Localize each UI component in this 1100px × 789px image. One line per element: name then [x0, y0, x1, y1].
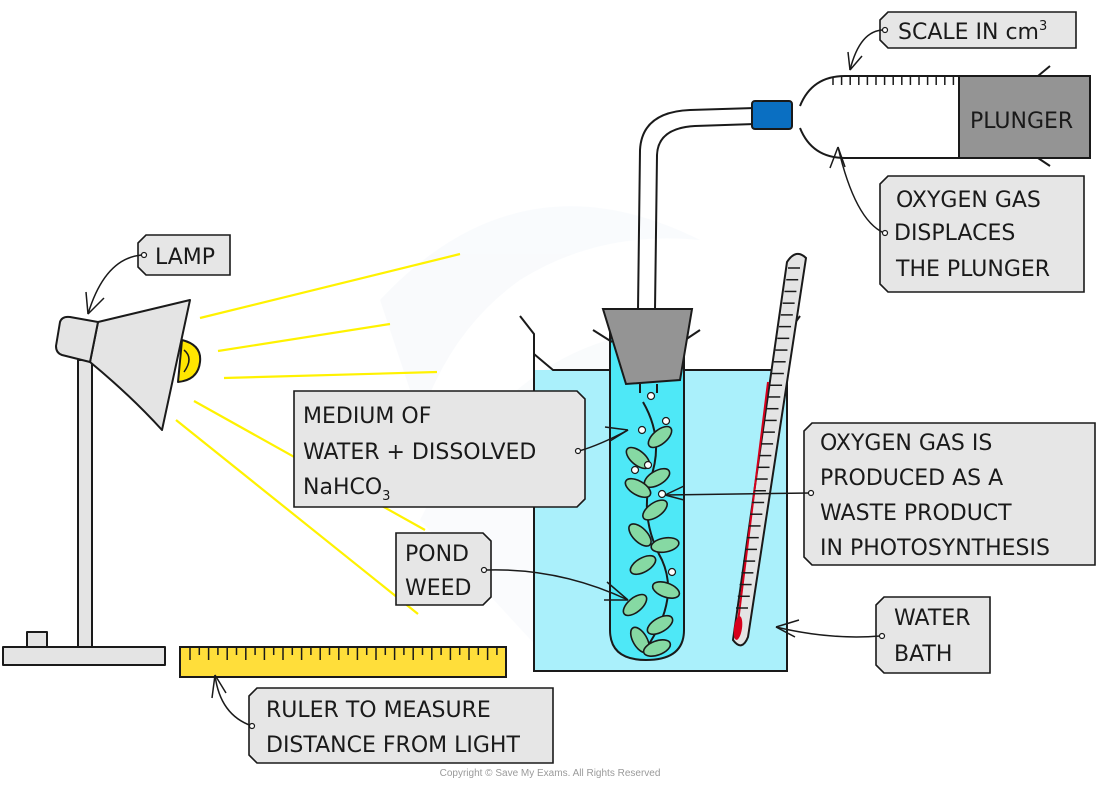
- thermometer-liquid: [736, 381, 769, 631]
- thermometer: [731, 252, 808, 647]
- water-bath-label-tag: [875, 596, 991, 674]
- pond-weed-label-line: POND: [405, 542, 469, 567]
- oxygen-bubble: [646, 391, 656, 401]
- scale-label: SCALE IN cm3: [898, 19, 1047, 45]
- oxygen-displaces-label-line: OXYGEN GAS: [896, 188, 1041, 213]
- pond-weed-arrow: [486, 569, 629, 601]
- medium-label-tag: [293, 390, 586, 508]
- tube-connector: [751, 100, 793, 130]
- leaf: [646, 614, 674, 636]
- leaf: [647, 425, 673, 449]
- leaf: [642, 639, 672, 657]
- leaf: [642, 499, 668, 521]
- oxygen-produced-label-tag: [803, 422, 1096, 566]
- oxygen-displaces-label-tag: [879, 175, 1085, 293]
- ruler-label-tag: [248, 687, 554, 764]
- bulb-detail: [183, 349, 190, 373]
- leaf: [628, 523, 652, 547]
- oxygen-bubble: [657, 489, 667, 499]
- leaf: [622, 593, 648, 617]
- medium-label-line: WATER + DISSOLVED: [303, 440, 536, 465]
- oxygen-bubble: [667, 567, 677, 577]
- ruler-arrow: [214, 674, 253, 727]
- ruler-label-line: DISTANCE FROM LIGHT: [266, 733, 520, 758]
- lamp-label: LAMP: [155, 245, 215, 270]
- oxygen-bubble: [661, 416, 671, 426]
- lamp-arrow: [87, 254, 143, 315]
- oxygen-produced-label-line: OXYGEN GAS IS: [820, 431, 992, 456]
- water-bath-label-line: WATER: [894, 606, 971, 631]
- plunger: [958, 75, 1091, 159]
- gas-syringe: PLUNGER: [751, 65, 1091, 167]
- leaf: [629, 554, 657, 576]
- leaf: [624, 477, 652, 499]
- lamp-base: [2, 646, 166, 666]
- oxygen-displaces-label-line: DISPLACES: [894, 221, 1015, 246]
- oxygen-produced-label-line: WASTE PRODUCT: [820, 501, 1012, 526]
- water-bath-arrow: [775, 626, 881, 638]
- delivery-tube: [637, 107, 756, 311]
- light-ray: [175, 419, 419, 615]
- oxygen-produced-label-line: IN PHOTOSYNTHESIS: [820, 536, 1050, 561]
- medium-label-line: NaHCO3: [303, 475, 390, 504]
- plunger-label: PLUNGER: [970, 109, 1073, 134]
- oxygen-produced-arrow: [664, 492, 811, 496]
- oxygen-displaces-arrow: [837, 146, 885, 234]
- pond-weed-label-line: WEED: [405, 576, 472, 601]
- oxygen-displaces-label-line: THE PLUNGER: [895, 257, 1050, 282]
- scale-arrow: [849, 29, 885, 71]
- lamp-label-tag: [137, 234, 231, 276]
- oxygen-bubble: [630, 465, 640, 475]
- lamp-shade: [89, 299, 191, 431]
- light-ray: [223, 370, 438, 380]
- ruler: [179, 646, 507, 678]
- oxygen-produced-label-line: PRODUCED AS A: [820, 466, 1003, 491]
- oxygen-bubble: [643, 460, 653, 470]
- bung: [601, 308, 694, 393]
- water-bath-label-line: BATH: [894, 642, 952, 667]
- light-ray: [217, 322, 391, 353]
- pond-weed: [622, 391, 681, 657]
- lamp: [2, 299, 202, 666]
- oxygen-bubble: [637, 425, 647, 435]
- pond-weed-label-tag: [395, 532, 492, 606]
- light-ray: [199, 252, 461, 320]
- medium-label-line: MEDIUM OF: [303, 404, 431, 429]
- lamp-head: [55, 315, 99, 363]
- lamp-stand: [77, 359, 93, 648]
- copyright-notice: Copyright © Save My Exams. All Rights Re…: [439, 768, 661, 779]
- leaf: [650, 536, 680, 554]
- ruler-label-line: RULER TO MEASURE: [266, 698, 491, 723]
- leader-lines: [85, 29, 885, 727]
- leaf: [651, 581, 681, 599]
- scale-label-tag: [879, 11, 1077, 49]
- lamp-base-knob: [26, 631, 48, 648]
